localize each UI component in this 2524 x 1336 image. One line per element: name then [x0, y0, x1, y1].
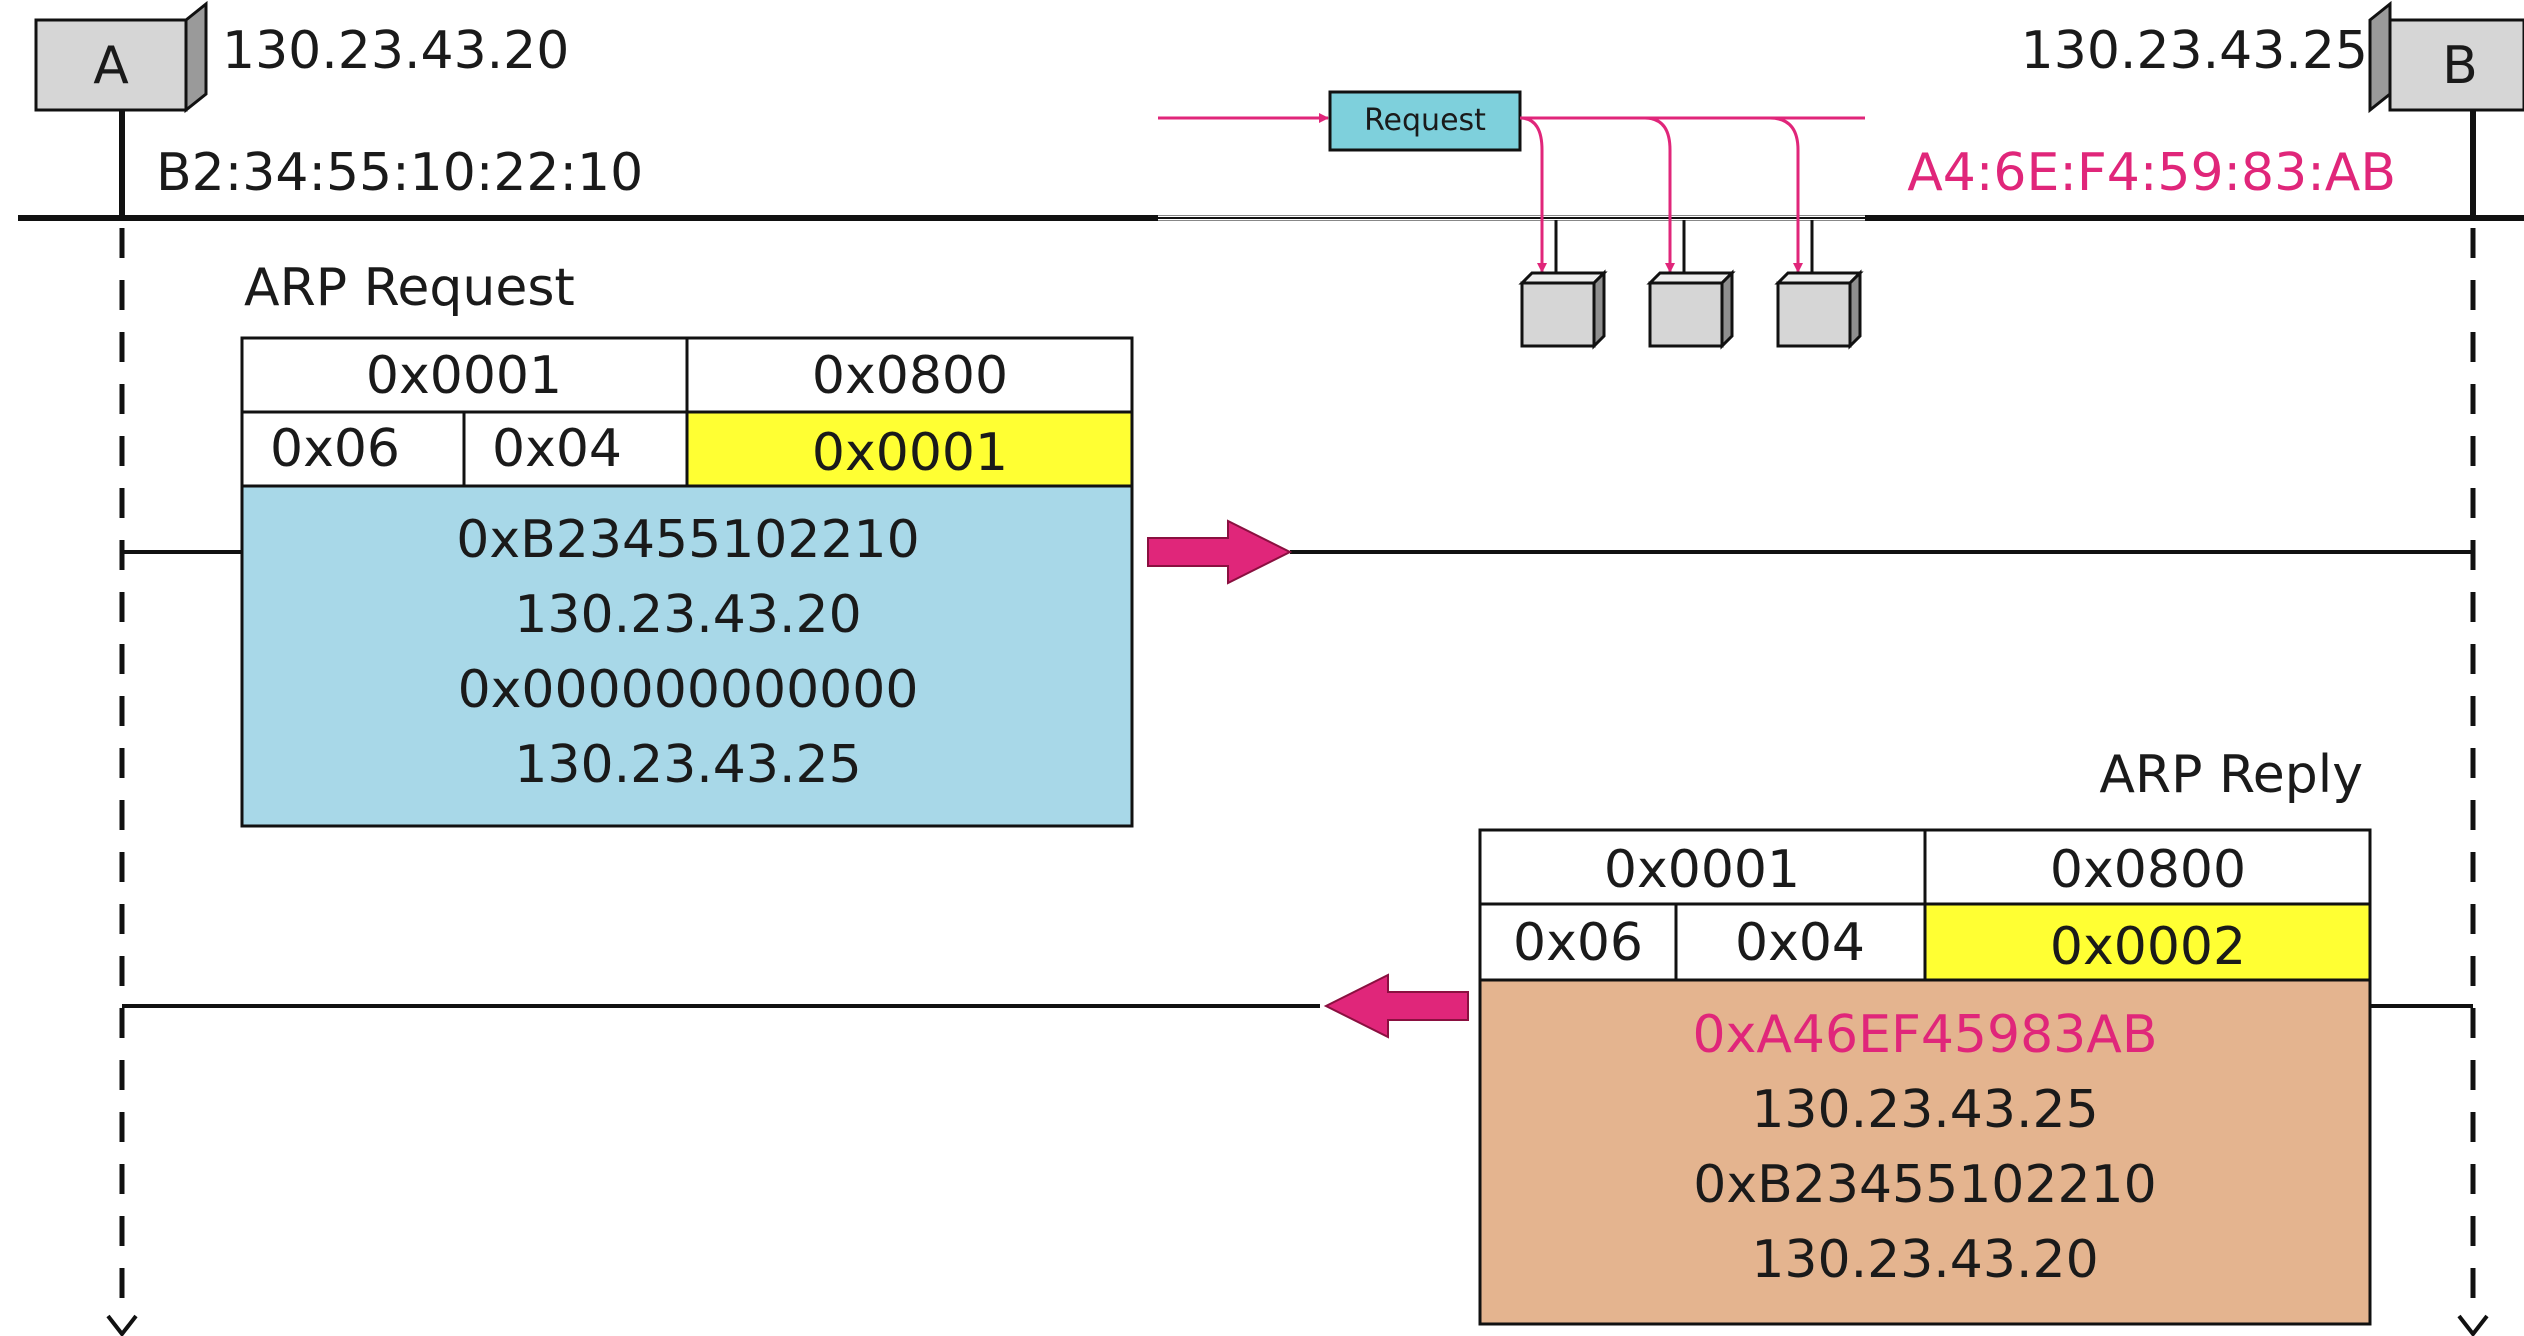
request-operation: 0x0001: [812, 423, 1008, 483]
broadcast-branch-2: [1644, 116, 1675, 273]
request-protocol-type: 0x0800: [812, 346, 1008, 406]
host-a-box-side: [184, 0, 208, 114]
host-b-box-side: [2368, 0, 2392, 114]
reply-protocol-type-cell: [1923, 828, 2372, 906]
request-protocol-type-cell: [685, 336, 1134, 414]
host-a-ip: 130.23.43.20: [222, 21, 569, 81]
host-a-name: A: [93, 36, 129, 96]
station-3-icon: [1774, 269, 1864, 350]
reply-proto-length-cell: [1674, 902, 1927, 982]
reply-body: [1478, 978, 2372, 1326]
reply-target-mac: 0xB23455102210: [1693, 1155, 2156, 1215]
arp-reply-packet: ARP Reply 0x0001 0x0800 0x06 0x04 0x0002…: [1478, 745, 2372, 1326]
reply-hw-length: 0x06: [1513, 913, 1643, 973]
reply-direction-arrow: [1323, 973, 1469, 1039]
request-target-mac: 0x000000000000: [458, 660, 919, 720]
arp-request-title: ARP Request: [244, 258, 575, 318]
broadcast-request-label: Request: [1364, 103, 1486, 138]
station-1-icon: [1518, 269, 1608, 350]
reply-hardware-type: 0x0001: [1604, 840, 1800, 900]
broadcast-inset: Request: [1158, 90, 1865, 350]
request-operation-cell: [685, 410, 1134, 488]
host-b-box: [2388, 18, 2524, 112]
request-hw-length: 0x06: [270, 419, 400, 479]
request-sender-ip: 130.23.43.20: [514, 585, 861, 645]
host-b-ip: 130.23.43.25: [2021, 21, 2368, 81]
reply-protocol-type: 0x0800: [2050, 840, 2246, 900]
host-a: A 130.23.43.20 B2:34:55:10:22:10: [34, 0, 643, 1336]
arp-request-packet: ARP Request 0x0001 0x0800 0x06 0x04 0x00…: [240, 258, 1134, 828]
host-b-timeline-end: [2457, 1314, 2489, 1336]
reply-target-ip: 130.23.43.20: [1751, 1230, 2098, 1290]
broadcast-branch-3: [1769, 116, 1803, 273]
reply-operation: 0x0002: [2050, 917, 2246, 977]
request-hardware-type: 0x0001: [366, 346, 562, 406]
host-a-box: [34, 18, 188, 112]
broadcast-branch-1: [1519, 116, 1547, 273]
host-b-name: B: [2442, 36, 2478, 96]
request-hw-length-cell: [240, 410, 466, 488]
reply-sender-mac: 0xA46EF45983AB: [1692, 1005, 2157, 1065]
host-b-mac: A4:6E:F4:59:83:AB: [1907, 143, 2396, 203]
request-sender-mac: 0xB23455102210: [456, 510, 919, 570]
request-body: [240, 484, 1134, 828]
host-a-timeline-end: [106, 1314, 138, 1336]
request-proto-length: 0x04: [492, 419, 622, 479]
request-target-ip: 130.23.43.25: [514, 735, 861, 795]
reply-operation-cell: [1923, 902, 2372, 982]
request-proto-length-cell: [462, 410, 689, 488]
broadcast-request-box: [1328, 90, 1522, 152]
reply-sender-ip: 130.23.43.25: [1751, 1080, 2098, 1140]
station-2-icon: [1646, 269, 1736, 350]
arp-reply-title: ARP Reply: [2099, 745, 2363, 805]
host-a-mac: B2:34:55:10:22:10: [156, 143, 643, 203]
request-direction-arrow: [1147, 519, 1293, 585]
host-b: B 130.23.43.25 A4:6E:F4:59:83:AB: [1907, 0, 2524, 1336]
reply-proto-length: 0x04: [1735, 913, 1865, 973]
